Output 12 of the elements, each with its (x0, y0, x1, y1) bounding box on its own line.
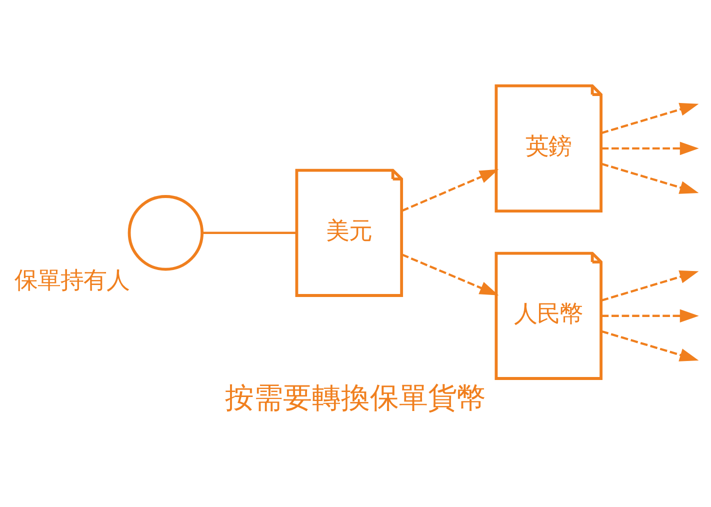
arrow (601, 330, 699, 361)
node-label: 保單持有人 (14, 266, 130, 294)
arrow (401, 252, 499, 295)
arrow (601, 102, 699, 134)
arrow (601, 162, 699, 194)
connector (202, 231, 296, 234)
node-person (128, 194, 204, 270)
arrow (601, 308, 699, 322)
arrow (601, 270, 699, 302)
arrow (401, 168, 499, 212)
arrow (601, 141, 699, 155)
caption: 按需要轉換保單貨幣 (225, 380, 486, 414)
